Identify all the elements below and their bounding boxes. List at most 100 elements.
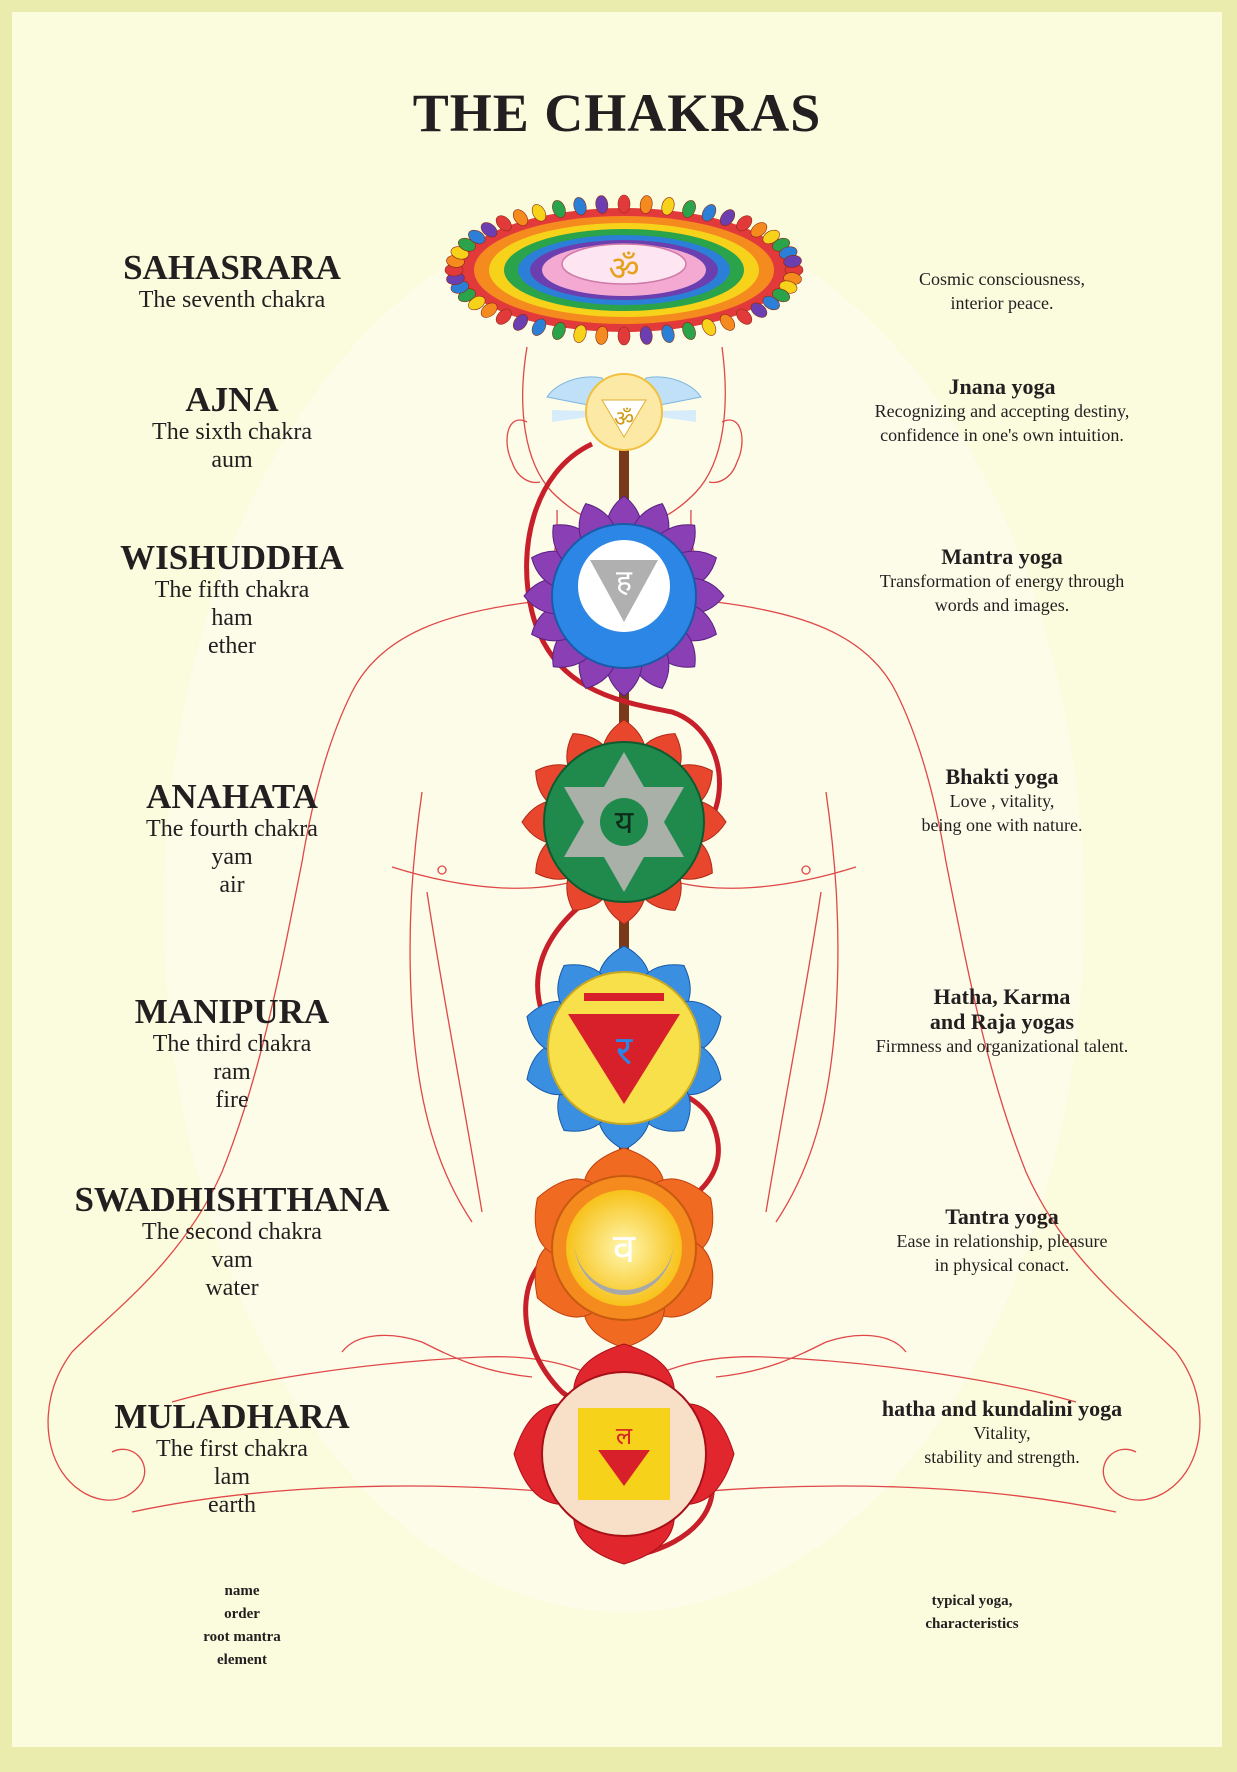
- chakra-yoga: Hatha, Karma: [933, 984, 1071, 1009]
- sahasrara-petal: [458, 237, 476, 252]
- nipple-left: [437, 865, 447, 875]
- sahasrara-petal: [719, 209, 736, 226]
- legend-item: name: [224, 1583, 260, 1599]
- chakra-info-sahasrara: Cosmic consciousness, interior peace.: [792, 267, 1212, 315]
- anahata-bija-glyph: य: [615, 803, 635, 841]
- chakra-mantra: lam: [214, 1464, 250, 1490]
- sahasrara-petal: [719, 314, 736, 331]
- manipura-bar: [584, 993, 664, 1001]
- chakra-name: SAHASRARA: [123, 248, 341, 287]
- waist-left: [426, 891, 483, 1213]
- chakra-info-muladhara: hatha and kundalini yoga Vitality, stabi…: [792, 1396, 1212, 1469]
- chakra-order: The fourth chakra: [146, 816, 318, 842]
- wishuddha-bija-glyph: ह: [616, 564, 633, 599]
- sahasrara-petal: [772, 288, 790, 303]
- sahasrara-petal: [661, 324, 675, 343]
- sahasrara-petal: [512, 314, 529, 331]
- chakra-characteristic: Recognizing and accepting destiny,: [874, 401, 1130, 421]
- chakra-order: The seventh chakra: [138, 287, 326, 313]
- sahasrara-petal: [639, 326, 653, 345]
- chakra-yoga: hatha and kundalini yoga: [881, 1396, 1123, 1421]
- sahasrara-petal: [531, 318, 547, 336]
- anahata-center: [600, 798, 648, 846]
- chakra-info-anahata: Bhakti yoga Love , vitality, being one w…: [792, 764, 1212, 837]
- sahasrara-petal: [531, 204, 547, 222]
- chakra-characteristic: confidence in one's own intuition.: [880, 425, 1124, 445]
- sahasrara-petal: [762, 295, 780, 311]
- arm-right-outer: [945, 861, 1177, 1353]
- chakra-mantra: ham: [211, 605, 253, 631]
- chakra-name: WISHUDDHA: [120, 538, 344, 577]
- swadhishthana-bija-glyph: व: [613, 1226, 636, 1272]
- chakra-label-ajna: AJNA The sixth chakra aum: [32, 382, 432, 474]
- chakra-characteristic: Ease in relationship, pleasure: [896, 1231, 1108, 1251]
- sahasrara-petal: [595, 195, 609, 214]
- chakra-characteristic: Vitality,: [973, 1423, 1031, 1443]
- sahasrara-petal: [617, 194, 631, 214]
- chakra-characteristic: stability and strength.: [924, 1447, 1080, 1467]
- chakra-characteristic: interior peace.: [950, 293, 1054, 313]
- chakra-info-manipura: Hatha, Karma and Raja yogas Firmness and…: [792, 984, 1212, 1058]
- legend-item: typical yoga,: [931, 1593, 1013, 1609]
- chakra-name: MULADHARA: [114, 1397, 350, 1436]
- sahasrara-petal: [701, 318, 717, 336]
- anahata-lotus-symbol: य: [521, 719, 727, 925]
- sahasrara-petal: [495, 215, 512, 232]
- muladhara-bija-glyph: ल: [616, 1422, 633, 1450]
- sahasrara-petal: [573, 324, 587, 343]
- muladhara-triangle: [598, 1450, 650, 1486]
- chakra-characteristic: Firmness and organizational talent.: [875, 1036, 1129, 1056]
- hand-right-outline: [1102, 1351, 1201, 1501]
- chakra-yoga-line2: and Raja yogas: [929, 1009, 1075, 1034]
- chakra-info-ajna: Jnana yoga Recognizing and accepting des…: [792, 374, 1212, 447]
- arm-right-inner: [775, 791, 839, 1223]
- manipura-lotus-symbol: र: [526, 945, 722, 1151]
- manipura-triangle: [568, 1014, 680, 1104]
- legend-item: element: [217, 1652, 267, 1668]
- chakra-name: MANIPURA: [134, 992, 330, 1031]
- shoulder-left-outline: [301, 601, 533, 863]
- chakra-mantra: yam: [211, 844, 253, 870]
- chest-outline: [391, 866, 573, 889]
- swadhishthana-inner-disc: [566, 1190, 682, 1306]
- chakra-mantra: vam: [211, 1247, 253, 1273]
- wishuddha-triangle: [590, 560, 658, 622]
- chakra-element: fire: [215, 1087, 249, 1113]
- chakra-yoga: Tantra yoga: [945, 1204, 1059, 1229]
- sahasrara-petal: [595, 326, 609, 345]
- sahasrara-lotus-symbol: ॐ: [444, 194, 804, 346]
- waist-right: [765, 891, 822, 1213]
- legend-left: name order root mantra element: [152, 1580, 332, 1672]
- chakra-element: air: [219, 872, 245, 898]
- chakra-order: The sixth chakra: [152, 419, 312, 445]
- sahasrara-petal: [639, 195, 653, 214]
- chakra-info-wishuddha: Mantra yoga Transformation of energy thr…: [792, 544, 1212, 617]
- chakra-order: The fifth chakra: [154, 577, 310, 603]
- sahasrara-petal: [468, 229, 486, 245]
- chakra-name: AJNA: [185, 380, 279, 419]
- chakra-yoga: Mantra yoga: [941, 544, 1063, 569]
- chakra-element: water: [205, 1275, 259, 1301]
- manipura-bija-glyph: र: [616, 1028, 633, 1074]
- wishuddha-lotus-symbol: ह: [523, 495, 725, 697]
- swadhishthana-lotus-symbol: व: [534, 1147, 714, 1349]
- legend-item: root mantra: [203, 1629, 281, 1645]
- chakra-name: ANAHATA: [146, 777, 318, 816]
- chakra-characteristic: being one with nature.: [921, 815, 1083, 835]
- chakra-label-wishuddha: WISHUDDHA The fifth chakra ham ether: [32, 540, 432, 660]
- chakra-characteristic: Cosmic consciousness,: [919, 269, 1085, 289]
- sahasrara-petal: [552, 200, 566, 218]
- sahasrara-petal: [736, 308, 753, 325]
- sahasrara-petal: [573, 197, 587, 216]
- shoulder-right-outline: [715, 601, 947, 863]
- chakra-yoga: Bhakti yoga: [945, 764, 1059, 789]
- chakra-label-anahata: ANAHATA The fourth chakra yam air: [32, 779, 432, 899]
- chakra-name: SWADHISHTHANA: [74, 1180, 390, 1219]
- sahasrara-petal: [783, 255, 802, 268]
- sahasrara-petal: [617, 326, 631, 346]
- leg-lower-outline: [131, 1485, 1117, 1513]
- sahasrara-petal: [552, 322, 566, 340]
- legend-item: order: [224, 1606, 260, 1622]
- chakra-label-manipura: MANIPURA The third chakra ram fire: [32, 994, 432, 1114]
- legend-right: typical yoga, characteristics: [872, 1590, 1072, 1636]
